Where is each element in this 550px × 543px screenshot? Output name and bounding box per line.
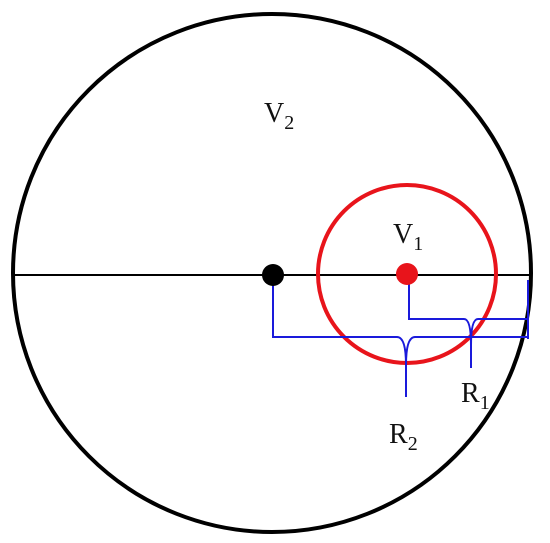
outer-circle [11, 12, 533, 534]
label-r2: R2 [389, 419, 418, 455]
label-v1: V1 [393, 219, 423, 255]
r2-bracket [272, 280, 528, 397]
inner-center-point [396, 263, 418, 285]
label-r1: R1 [461, 378, 490, 414]
label-v2: V2 [264, 98, 294, 134]
outer-center-point [262, 264, 284, 286]
r1-bracket [408, 280, 528, 368]
